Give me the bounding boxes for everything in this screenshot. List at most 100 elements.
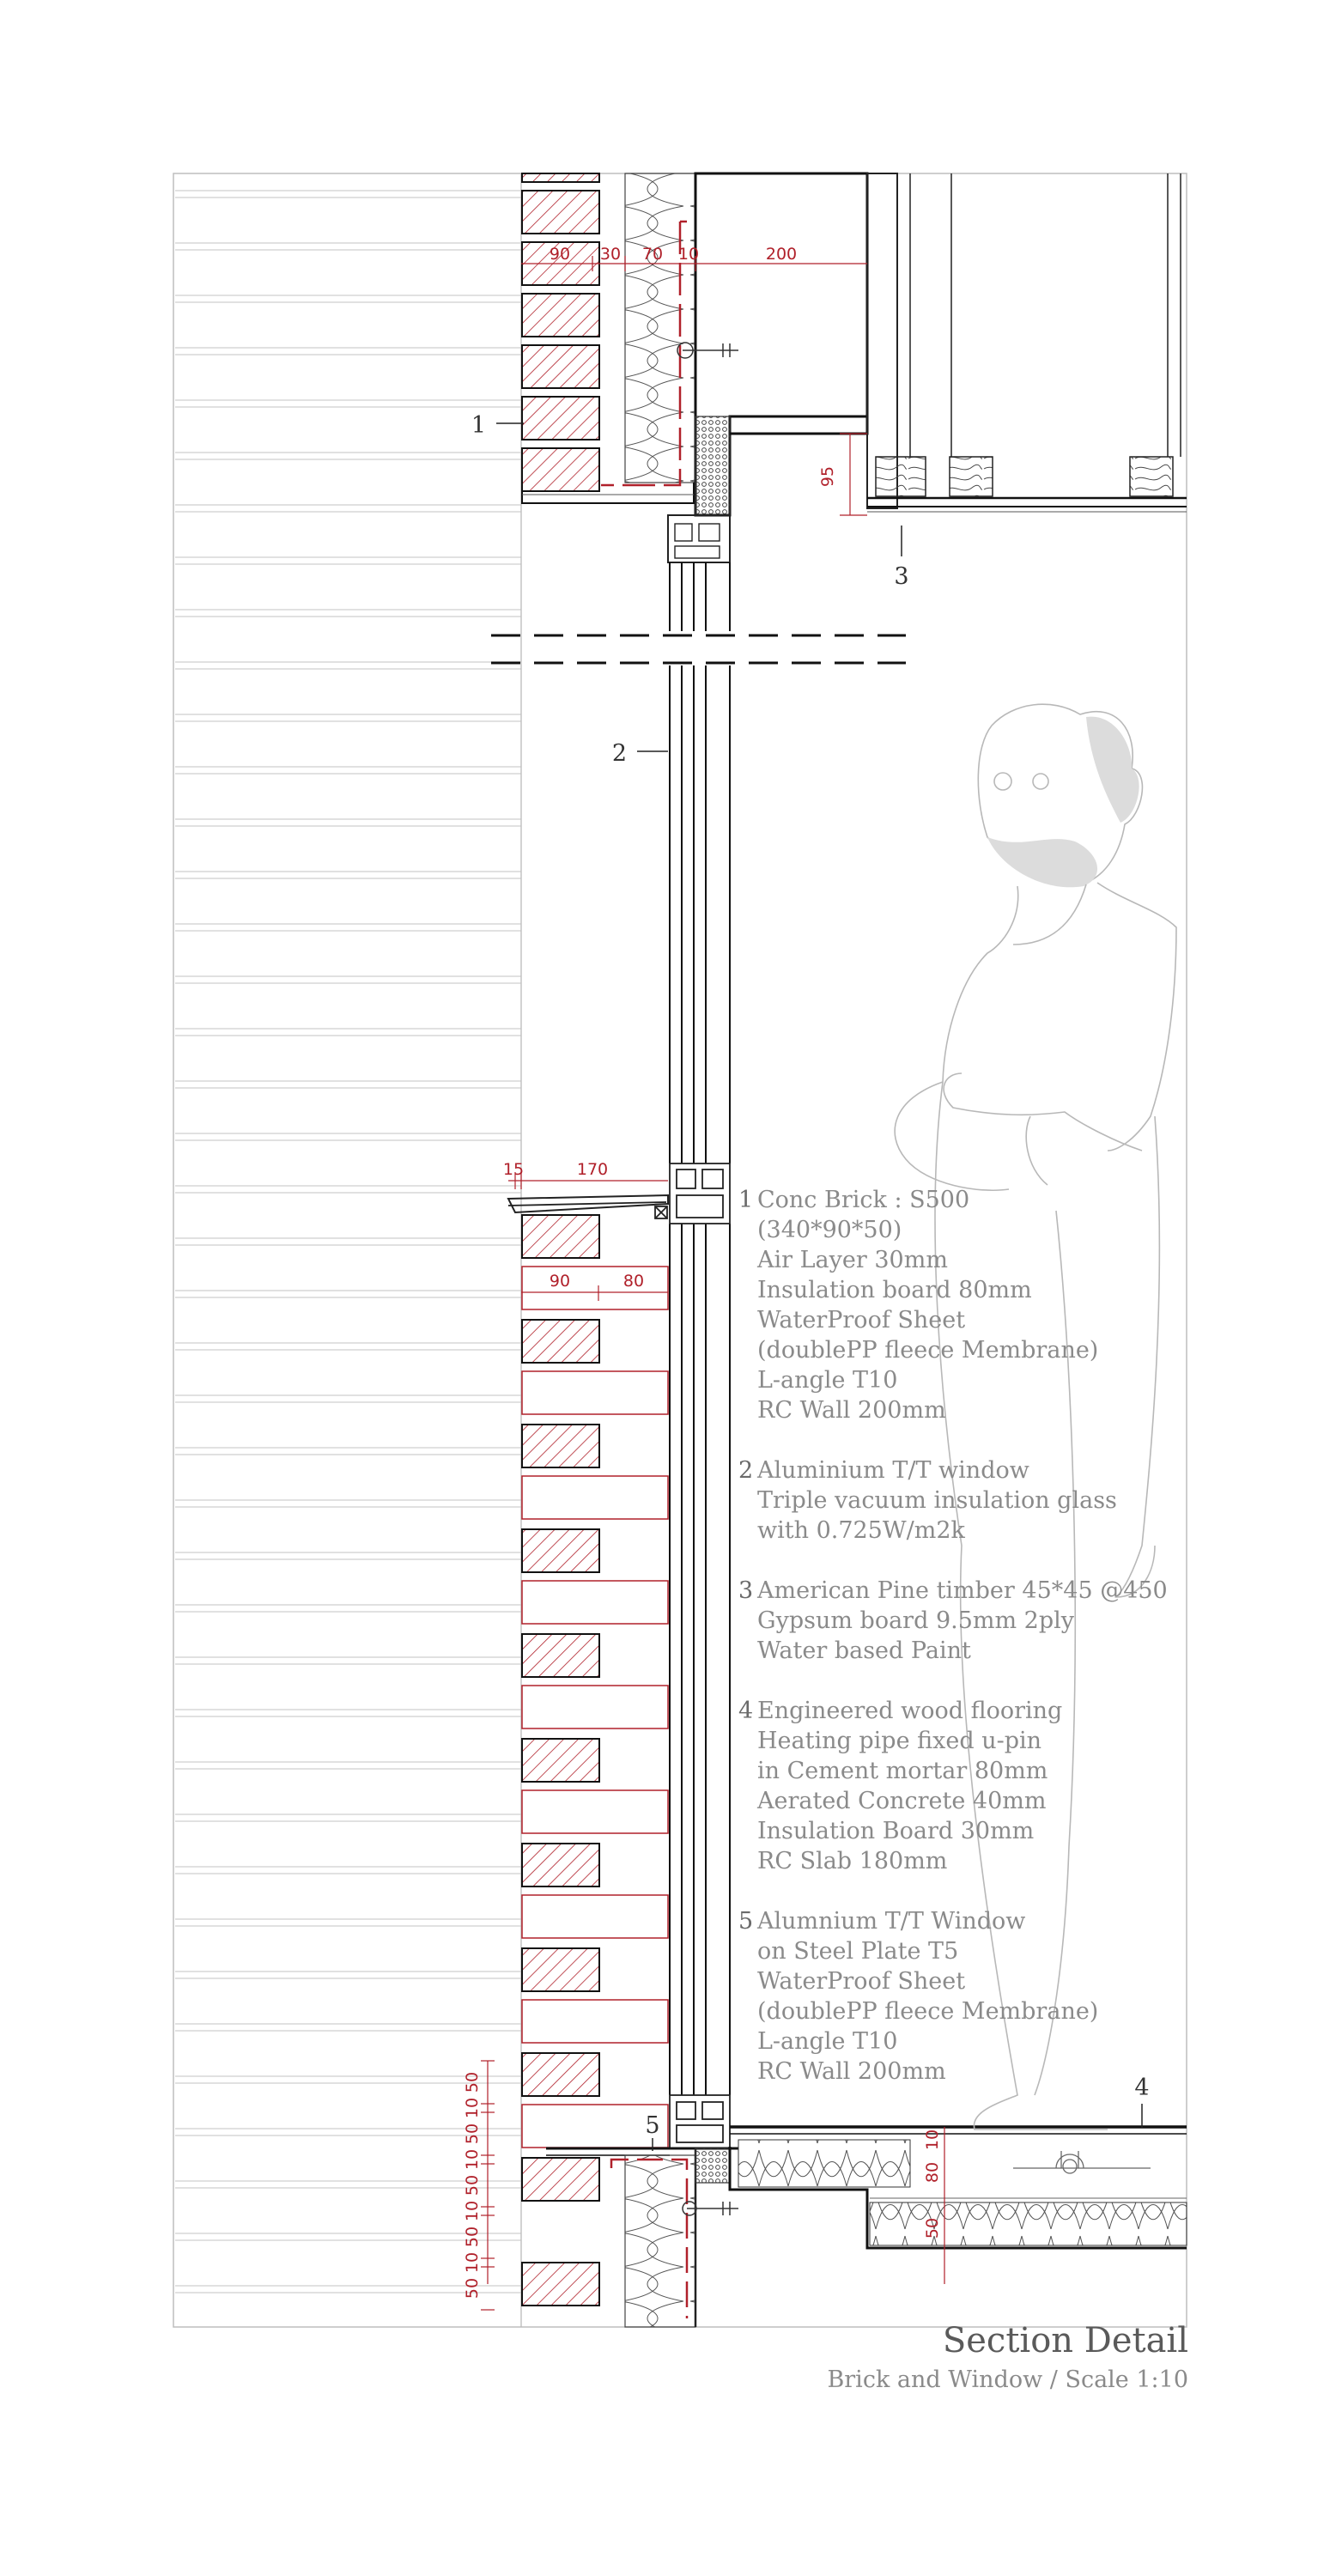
insulation-top — [624, 173, 696, 483]
dim-95: 95 — [818, 466, 837, 487]
brick — [521, 1738, 600, 1783]
note-line: RC Wall 200mm — [757, 2058, 946, 2085]
dim-top-30: 30 — [600, 245, 621, 264]
dim-brick-80: 80 — [623, 1272, 644, 1291]
note-number: 2 — [738, 1457, 754, 1484]
human-figure — [894, 703, 1177, 2130]
dim-floor-50: 50 — [923, 2218, 942, 2239]
brick-joint — [521, 1685, 669, 1729]
note-line: (340*90*50) — [757, 1217, 902, 1243]
callout-4: 4 — [1134, 2075, 1149, 2101]
note-line: Air Layer 30mm — [757, 1247, 948, 1273]
note-line: RC Slab 180mm — [757, 1848, 948, 1874]
brick — [521, 396, 600, 440]
brick-joint — [521, 1580, 669, 1625]
brick — [521, 1319, 600, 1364]
brick — [521, 344, 600, 389]
brick — [521, 293, 600, 337]
dim-top-90: 90 — [550, 245, 570, 264]
note-line: L-angle T10 — [757, 2028, 898, 2055]
window-glazing — [669, 562, 731, 2095]
brick — [521, 173, 600, 183]
dim-left-label: 10 — [463, 2098, 482, 2118]
brick — [521, 2157, 600, 2202]
dim-left-label: 50 — [463, 2072, 482, 2093]
callout-leaders — [496, 422, 1143, 2151]
dim-top-200: 200 — [766, 245, 797, 264]
dim-top-10: 10 — [678, 245, 699, 264]
brick — [521, 1214, 600, 1259]
dim-left-label: 50 — [463, 2175, 482, 2196]
note-number: 1 — [738, 1187, 754, 1213]
dim-left-label: 50 — [463, 2227, 482, 2247]
note-line: on Steel Plate T5 — [757, 1938, 959, 1965]
dim-left-label: 10 — [463, 2149, 482, 2170]
note-line: L-angle T10 — [757, 1367, 898, 1394]
note-line: Conc Brick : S500 — [757, 1187, 970, 1213]
title-block: Section Detail Brick and Window / Scale … — [827, 2318, 1188, 2397]
brick-joint — [521, 1475, 669, 1520]
note-line: (doublePP fleece Membrane) — [757, 1337, 1099, 1364]
brick-joint — [521, 1370, 669, 1415]
brick — [521, 447, 600, 492]
brick-joint — [521, 1999, 669, 2044]
note-number: 5 — [738, 1908, 754, 1935]
dim-left-label: 50 — [463, 2278, 482, 2299]
dimension-lines — [487, 256, 945, 2284]
window-sill-frame — [507, 1163, 731, 1224]
dim-left-label: 10 — [463, 2201, 482, 2221]
brick-joint — [521, 1266, 669, 1310]
note-number: 3 — [738, 1577, 754, 1604]
note-line: Triple vacuum insulation glass — [757, 1487, 1117, 1514]
brick — [521, 1528, 600, 1573]
callout-1: 1 — [471, 412, 486, 439]
dim-floor-80: 80 — [923, 2162, 942, 2183]
dim-left-label: 10 — [463, 2252, 482, 2273]
note-line: Water based Paint — [757, 1637, 971, 1664]
note-line: (doublePP fleece Membrane) — [757, 1998, 1099, 2025]
dim-left-label: 50 — [463, 2123, 482, 2144]
brick — [521, 1843, 600, 1887]
dim-sill-170: 170 — [577, 1160, 608, 1179]
dim-floor-10: 10 — [923, 2129, 942, 2150]
drawing-subtitle: Brick and Window / Scale 1:10 — [827, 2366, 1188, 2393]
brick — [521, 190, 600, 234]
brick-joint — [521, 1894, 669, 1939]
note-number: 4 — [738, 1698, 754, 1724]
note-line: Alumnium T/T Window — [757, 1908, 1026, 1935]
heating-pipe-icon — [1013, 2151, 1151, 2174]
note-line: RC Wall 200mm — [757, 1397, 946, 1424]
note-line: Aluminium T/T window — [757, 1457, 1029, 1484]
anchor-bolt-top — [677, 342, 738, 359]
waterproof-membrane-top — [601, 222, 682, 487]
brick — [521, 1424, 600, 1468]
callout-3: 3 — [894, 563, 908, 590]
wall-siding-lines — [175, 190, 521, 2293]
brick-course-bottom — [521, 1214, 669, 2306]
note-line: Engineered wood flooring — [757, 1698, 1063, 1724]
brick — [521, 1633, 600, 1678]
note-line: Heating pipe fixed u-pin — [757, 1728, 1042, 1754]
dim-top-70: 70 — [642, 245, 663, 264]
note-line: in Cement mortar 80mm — [757, 1758, 1048, 1784]
note-line: WaterProof Sheet — [757, 1307, 966, 1334]
note-line: Gypsum board 9.5mm 2ply — [757, 1607, 1075, 1634]
brick-joint — [521, 1789, 669, 1834]
note-line: Aerated Concrete 40mm — [757, 1788, 1047, 1814]
brick — [521, 2052, 600, 2097]
callout-5: 5 — [645, 2112, 659, 2139]
drawing-title: Section Detail — [942, 2321, 1188, 2360]
brick — [521, 2262, 600, 2306]
brick-course-top — [521, 173, 600, 492]
callout-2: 2 — [612, 740, 627, 767]
note-line: with 0.725W/m2k — [757, 1517, 965, 1544]
window-bottom-frame — [669, 2094, 731, 2149]
dim-brick-90: 90 — [550, 1272, 570, 1291]
note-line: WaterProof Sheet — [757, 1968, 966, 1995]
